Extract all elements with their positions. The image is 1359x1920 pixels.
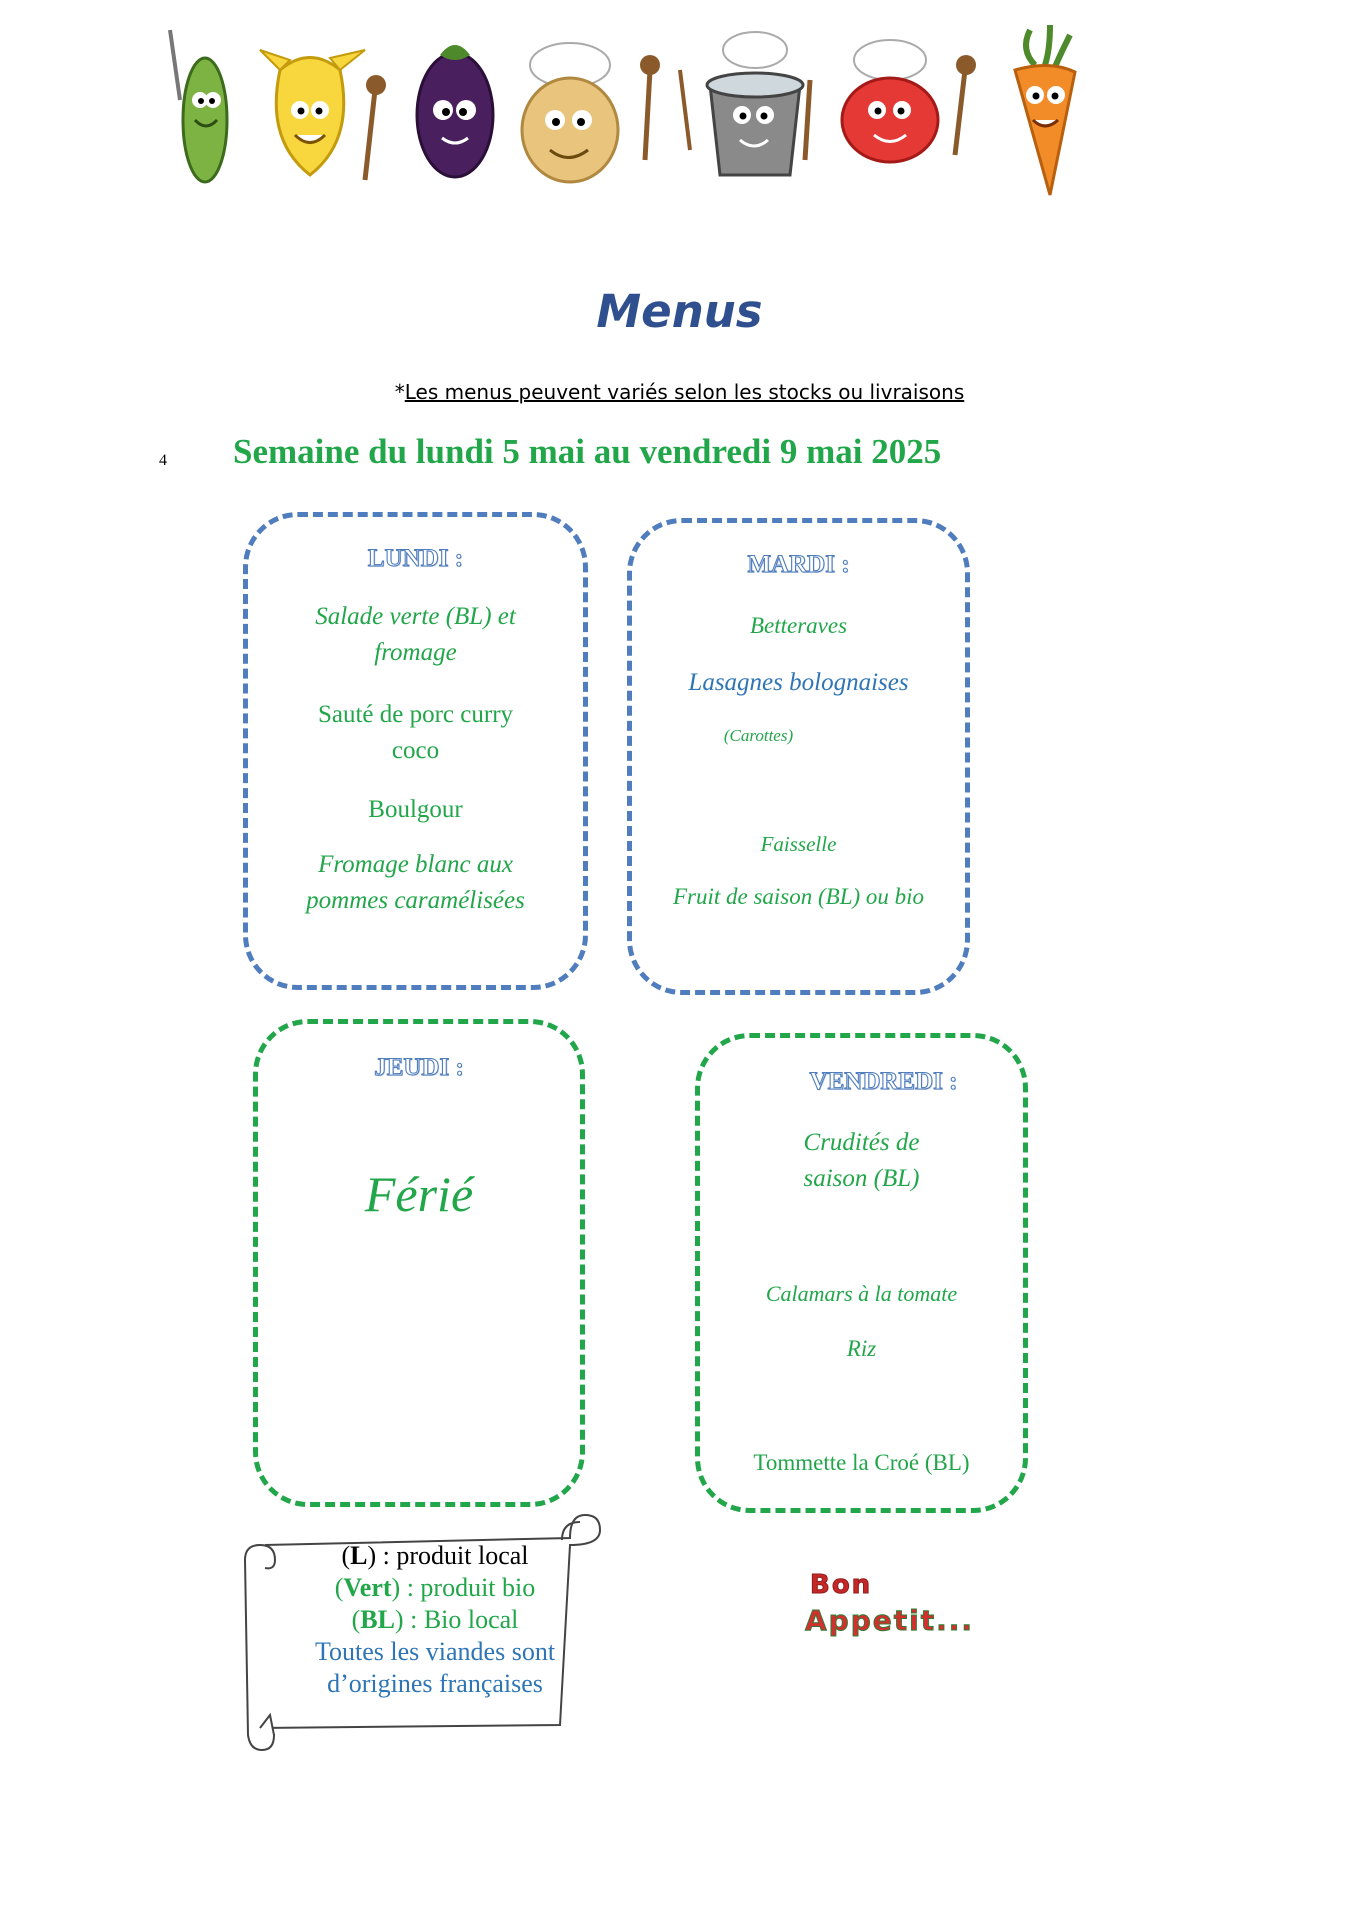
friday-label: VENDREDI :	[809, 1067, 958, 1095]
friday-menu-box: VENDREDI : Crudités de saison (BL) Calam…	[695, 1033, 1028, 1513]
appetit-word: Appetit...	[804, 1604, 975, 1638]
disclaimer-text: Les menus peuvent variés selon les stock…	[404, 380, 965, 404]
legend-line-bio-local: (BL) : Bio local	[351, 1605, 519, 1634]
legend-line-origin: d’origines françaises	[327, 1669, 543, 1698]
week-heading: Semaine du lundi 5 mai au vendredi 9 mai…	[233, 432, 942, 471]
menu-item: Crudités de saison (BL)	[803, 1129, 920, 1192]
menu-item: Faisselle	[760, 832, 837, 856]
legend-desc: : Bio local	[403, 1605, 519, 1634]
page-number: 4	[159, 452, 167, 469]
bon-word: Bon	[809, 1570, 873, 1601]
legend-line-bio: (Vert) : produit bio	[334, 1573, 536, 1602]
monday-menu-box: LUNDI : Salade verte (BL) et fromage Sau…	[243, 512, 588, 990]
menu-item: Salade verte (BL) et fromage	[315, 603, 516, 666]
banana-icon	[259, 49, 386, 181]
legend-line-meat: Toutes les viandes sont	[314, 1637, 556, 1666]
legend-key: Vert	[343, 1573, 392, 1602]
carrot-icon	[1013, 24, 1077, 196]
thursday-label: JEUDI :	[374, 1053, 465, 1081]
thursday-menu-box: JEUDI : Férié	[253, 1019, 585, 1507]
menu-item: Calamars à la tomate	[765, 1281, 958, 1306]
menu-item: Lasagnes bolognaises	[688, 669, 909, 696]
menu-item: (Carottes)	[723, 726, 794, 745]
menu-item: Fromage blanc aux pommes caramélisées	[306, 851, 525, 914]
menu-item: Riz	[846, 1336, 877, 1361]
eggplant-icon	[415, 45, 495, 179]
legend-key: BL	[360, 1605, 395, 1634]
cooking-pot-icon	[678, 31, 813, 177]
menu-item: Fruit de saison (BL) ou bio	[672, 884, 925, 909]
tuesday-label: MARDI :	[747, 550, 850, 578]
page-title: Menus	[596, 285, 763, 338]
menu-disclaimer: *Les menus peuvent variés selon les stoc…	[0, 380, 1359, 404]
legend-desc: : produit bio	[400, 1573, 536, 1602]
menu-item: Sauté de porc curry coco	[317, 701, 514, 764]
holiday-text: Férié	[364, 1166, 474, 1222]
vegetable-banner	[168, 24, 1077, 196]
potato-chef-icon	[520, 42, 660, 184]
monday-label: LUNDI :	[367, 544, 464, 572]
tomato-chef-icon	[840, 39, 976, 164]
legend-key: L	[350, 1541, 368, 1570]
legend-desc: : produit local	[376, 1541, 529, 1570]
disclaimer-prefix: *	[394, 380, 405, 404]
bon-appetit-graphic: Bon Appetit...	[804, 1570, 1065, 1650]
pea-pod-icon	[168, 29, 229, 184]
legend-line-local: (L) : produit local	[341, 1541, 529, 1570]
menu-item: Boulgour	[368, 796, 463, 823]
legend-text: (L) : produit local (Vert) : produit bio…	[275, 1540, 595, 1700]
menu-item: Tommette la Croé (BL)	[753, 1450, 970, 1475]
legend-scroll	[243, 1513, 602, 1752]
tuesday-menu-box: MARDI : Betteraves Lasagnes bolognaises …	[627, 518, 970, 995]
menu-item: Betteraves	[749, 613, 848, 638]
